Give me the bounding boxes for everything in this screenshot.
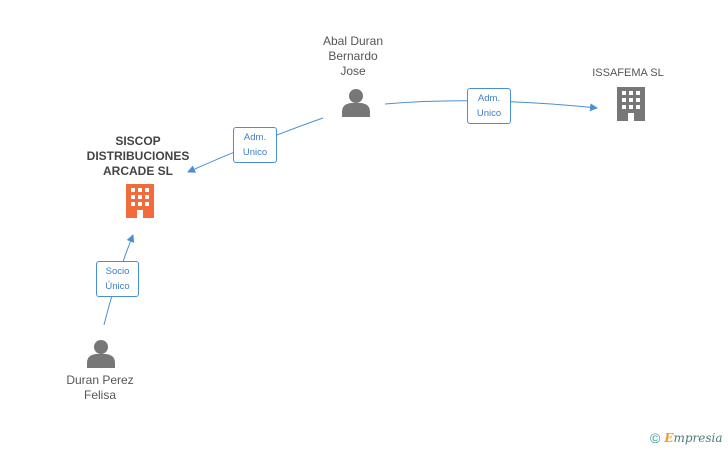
node-label-line: ARCADE SL (102, 164, 173, 178)
node-label-line: SISCOP (115, 134, 161, 148)
edge-label-line: Unico (476, 108, 502, 119)
node-label-abal[interactable]: Abal Duran Bernardo Jose (303, 34, 403, 79)
node-label-duran[interactable]: Duran Perez Felisa (50, 373, 150, 403)
edge-label-abal-siscop[interactable]: Adm. Unico (233, 127, 277, 163)
edge-label-line: Unico (242, 147, 268, 158)
node-label-line: ISSAFEMA SL (592, 67, 664, 79)
building-icon[interactable] (617, 87, 645, 121)
edge-label-line: Socio (105, 266, 130, 277)
node-label-line: Bernardo (328, 49, 378, 63)
person-icon[interactable] (342, 89, 370, 117)
edge-label-line: Adm. (477, 93, 501, 104)
edge-label-duran-siscop[interactable]: Socio Único (96, 261, 139, 297)
node-label-line: Jose (340, 64, 366, 78)
building-icon[interactable] (126, 184, 154, 218)
node-label-line: DISTRIBUCIONES (86, 149, 190, 163)
node-label-line: Felisa (83, 388, 116, 402)
node-label-issafema[interactable]: ISSAFEMA SL (578, 66, 678, 81)
node-label-siscop[interactable]: SISCOP DISTRIBUCIONES ARCADE SL (70, 134, 206, 179)
brand-name: mpresia (673, 431, 723, 445)
person-icon[interactable] (87, 340, 115, 368)
edge-label-line: Único (105, 281, 130, 292)
footer-watermark: © Empresia (650, 430, 723, 446)
node-label-line: Duran Perez (66, 373, 134, 387)
brand-logo: Empresia (664, 431, 722, 445)
brand-initial: E (664, 431, 674, 445)
edge-label-abal-issafema[interactable]: Adm. Unico (467, 88, 511, 124)
edge-label-line: Adm. (243, 132, 267, 143)
node-label-line: Abal Duran (322, 34, 384, 48)
copyright-icon: © (650, 430, 661, 446)
